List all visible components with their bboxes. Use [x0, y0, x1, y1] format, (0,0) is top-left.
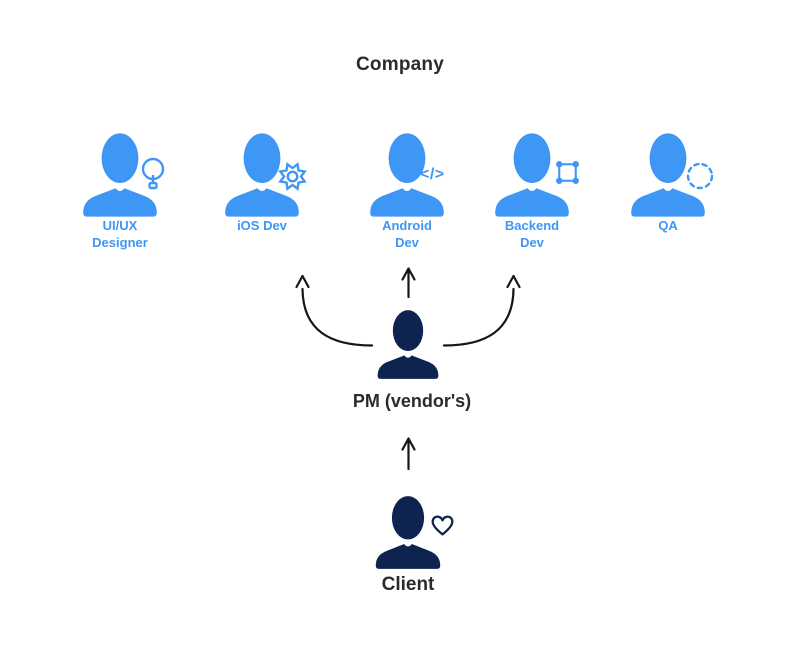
arrow-pm-to-team-left	[301, 287, 374, 347]
pm-person-icon	[377, 310, 439, 379]
team-member-label: QA	[658, 218, 678, 233]
team-member-backend-dev: Backend Dev	[472, 133, 592, 265]
team-member-ios-dev: iOS Dev	[202, 133, 322, 265]
team-member-label: iOS Dev	[237, 218, 287, 233]
lightbulb-icon	[141, 157, 165, 190]
arrow-pm-to-team-right	[442, 287, 515, 347]
dashed-circle-icon	[686, 162, 714, 190]
heart-icon	[431, 515, 454, 536]
gear-icon	[278, 162, 307, 191]
team-member-label: Android Dev	[382, 218, 432, 250]
person-icon	[370, 133, 444, 217]
person-icon	[495, 133, 569, 217]
team-member-label: UI/UX Designer	[92, 218, 148, 250]
person-icon	[83, 133, 157, 217]
team-member-label: Backend Dev	[504, 218, 560, 250]
client-label: Client	[381, 574, 435, 595]
vector-square-icon	[556, 161, 579, 184]
pm-label: PM (vendor's)	[352, 391, 472, 411]
client-person-icon	[375, 496, 441, 569]
team-member-android-dev: </> Android Dev	[347, 133, 467, 265]
arrowhead-client	[401, 437, 416, 451]
arrowhead-left	[295, 274, 310, 289]
team-member-qa: QA	[608, 133, 728, 265]
person-icon	[225, 133, 299, 217]
diagram-title: Company	[356, 54, 444, 75]
arrowhead-right	[506, 274, 521, 289]
team-member-uiux-designer: UI/UX Designer	[60, 133, 180, 265]
code-icon: </>	[420, 166, 445, 183]
arrowhead-center	[401, 267, 416, 281]
person-icon	[631, 133, 705, 217]
